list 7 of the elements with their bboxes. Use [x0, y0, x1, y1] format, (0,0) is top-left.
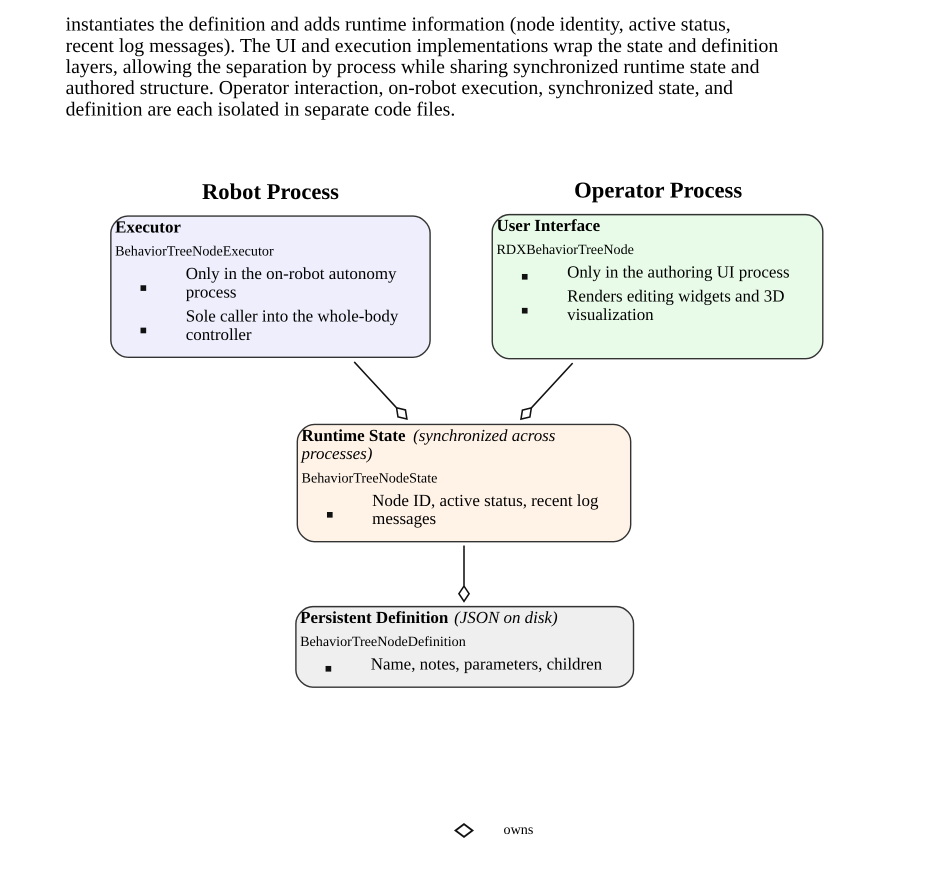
label: instantiates the definition and adds runtime information (node identity, active status, recent log messages). The UI and execution implementations wrap the state and definition layers, allowing the separation by process while sharing synchronized runtime state and authored structure. Operator interaction, on-robot execution, synchronized state, and definition are each isolated in separate code files.	[66, 14, 778, 120]
connector	[458, 546, 470, 603]
node-label: Robot Process	[202, 178, 339, 204]
legend-label: owns	[504, 822, 534, 838]
connector	[354, 361, 408, 420]
connector	[520, 362, 574, 420]
node-label: Operator Process	[574, 177, 742, 202]
